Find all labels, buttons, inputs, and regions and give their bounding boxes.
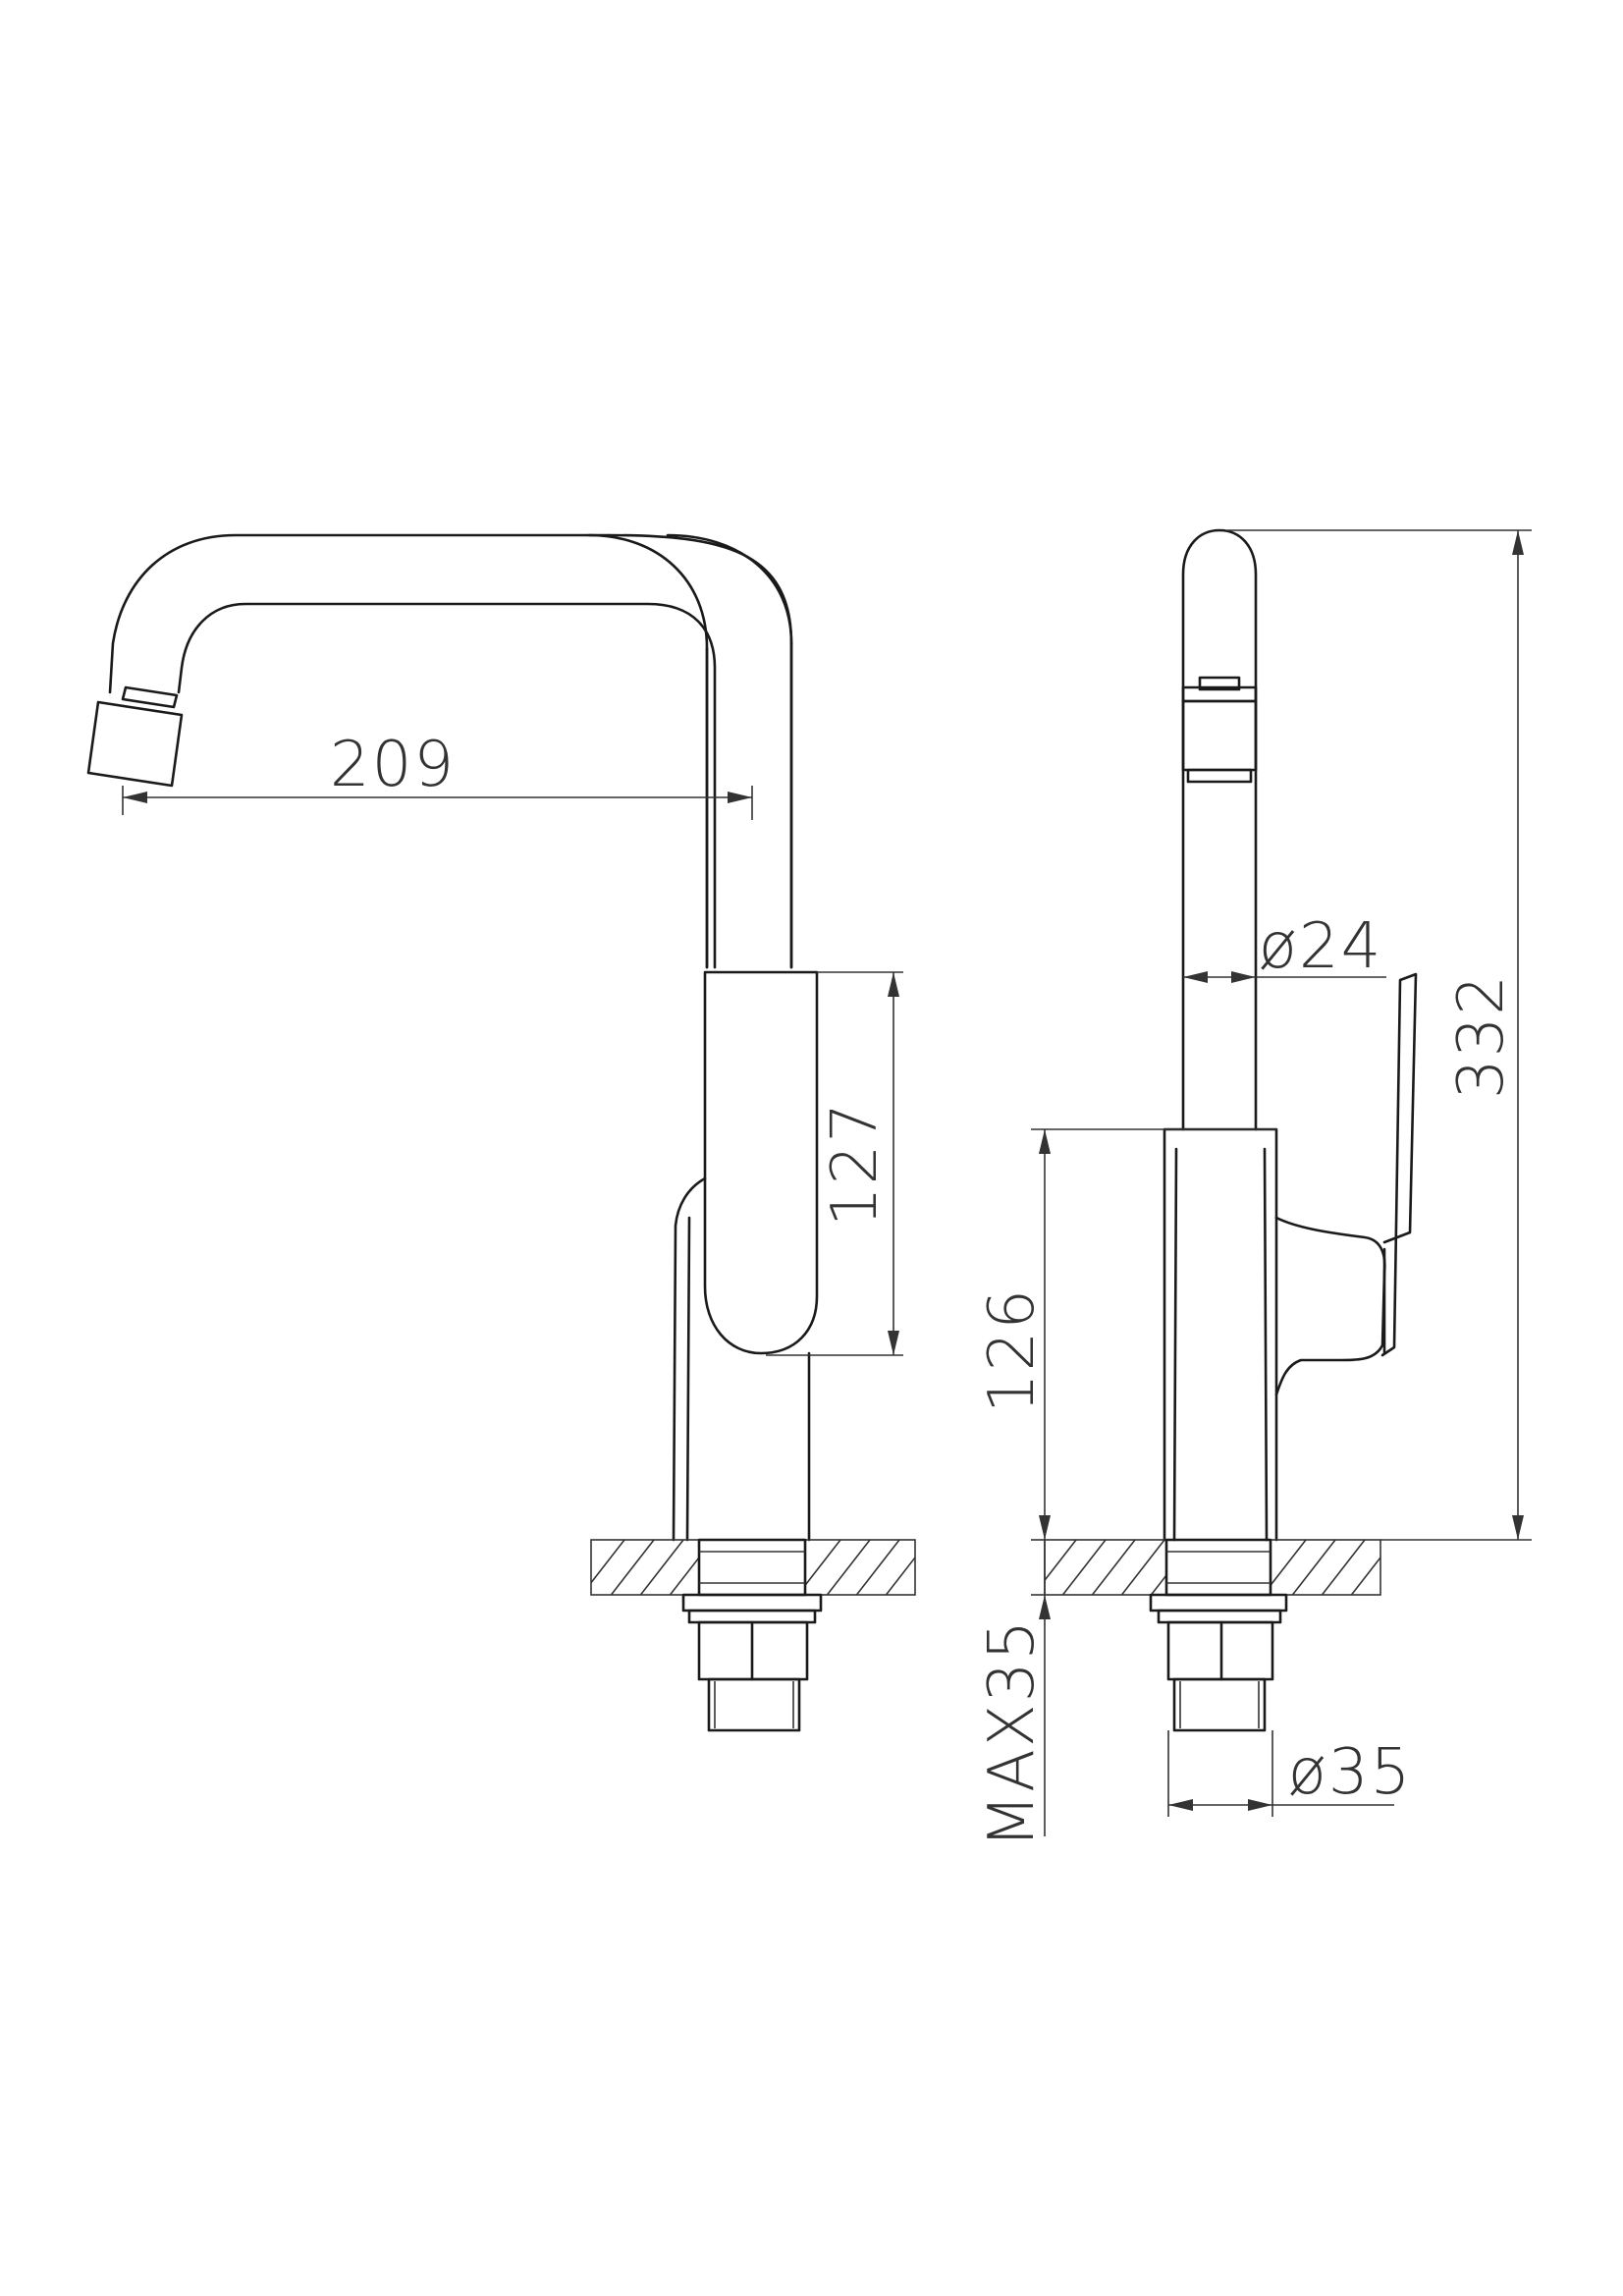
dimension-shank-diameter: ø35 bbox=[1167, 1730, 1413, 1817]
spout-reach-label: 209 bbox=[330, 729, 456, 801]
body-front bbox=[1163, 1127, 1278, 1542]
spout-inner bbox=[666, 533, 793, 969]
dimension-body-height: 126 bbox=[976, 1128, 1183, 1541]
spout-outer bbox=[108, 533, 709, 969]
lever-body bbox=[703, 970, 819, 1355]
mounting-nut-right bbox=[1149, 1593, 1288, 1732]
aerator-neck bbox=[121, 685, 179, 709]
dimension-lever-height: 127 bbox=[766, 971, 903, 1356]
dimension-total-height: 332 bbox=[1227, 529, 1532, 1541]
spout-inner-curve bbox=[177, 602, 717, 969]
front-view bbox=[1044, 528, 1418, 1732]
spout-diameter-label: ø24 bbox=[1259, 910, 1383, 983]
side-view bbox=[86, 533, 916, 1732]
shank-diameter-label: ø35 bbox=[1288, 1736, 1413, 1809]
body-column bbox=[672, 1176, 811, 1542]
mounting-nut-left bbox=[681, 1593, 823, 1732]
spout-front bbox=[1181, 528, 1258, 1131]
dimension-max-thickness: MAX35 bbox=[976, 1540, 1051, 1848]
lever-handle bbox=[1274, 1216, 1386, 1396]
deck-plate-left bbox=[590, 1538, 916, 1597]
max-thickness-label: MAX35 bbox=[976, 1618, 1049, 1848]
total-height-label: 332 bbox=[1445, 973, 1518, 1099]
deck-plate-right bbox=[1044, 1538, 1381, 1597]
dimension-spout-diameter: ø24 bbox=[1183, 910, 1386, 983]
lever-height-label: 127 bbox=[819, 1101, 892, 1227]
aerator bbox=[86, 700, 184, 788]
dimension-spout-reach: 209 bbox=[122, 729, 753, 820]
body-height-label: 126 bbox=[976, 1287, 1049, 1413]
